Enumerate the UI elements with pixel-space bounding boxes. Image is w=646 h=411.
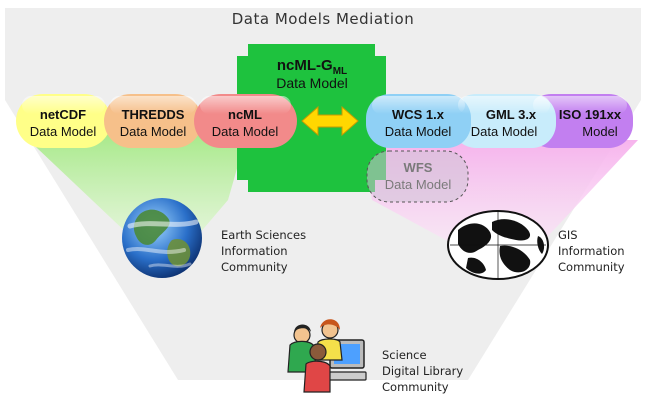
- thredds-pill-gloss: [110, 96, 196, 114]
- people-at-computer-icon: [287, 319, 367, 393]
- science-community-label: Science Digital Library Community: [382, 347, 463, 395]
- science-community-line: Digital Library: [382, 364, 464, 378]
- earth-community-label: Earth Sciences Information Community: [221, 227, 306, 275]
- ncml-sublabel: Data Model: [212, 124, 279, 139]
- earth-community-line: Community: [221, 260, 288, 274]
- iso-sublabel: Model: [582, 124, 618, 139]
- earth-community-line: Earth Sciences: [221, 228, 307, 242]
- double-arrow-icon: [301, 105, 359, 137]
- wfs-model-pill: [366, 150, 469, 203]
- center-model-line2: Data Model: [276, 75, 348, 91]
- iso-label: ISO 191xx: [559, 107, 622, 122]
- center-model-name-sub: ML: [333, 66, 347, 77]
- diagram-title: Data Models Mediation: [231, 10, 415, 28]
- iso-pill-gloss: [533, 96, 627, 114]
- earth-community-line: Information: [221, 244, 288, 258]
- center-model-name: ncML-GML: [277, 57, 347, 77]
- wcs-pill-gloss: [372, 96, 465, 114]
- gml-label: GML 3.x: [486, 107, 537, 122]
- ncml-label: ncML: [228, 107, 262, 122]
- science-community-line: Science: [382, 348, 427, 362]
- gis-community-line: Community: [558, 260, 625, 274]
- gis-community-label: GIS Information Community: [558, 227, 625, 275]
- gml-sublabel: Data Model: [471, 124, 538, 139]
- wcs-label: WCS 1.x: [392, 107, 445, 122]
- center-model-name-main: ncML-G: [277, 57, 333, 74]
- gis-community-line: Information: [558, 244, 625, 258]
- netcdf-label: netCDF: [40, 107, 86, 122]
- wfs-label: WFS: [404, 160, 433, 175]
- thredds-sublabel: Data Model: [120, 124, 187, 139]
- ncml-pill-gloss: [200, 96, 291, 114]
- wcs-sublabel: Data Model: [385, 124, 452, 139]
- gis-community-line: GIS: [558, 228, 578, 242]
- gml-pill-gloss: [458, 96, 550, 114]
- thredds-label: THREDDS: [122, 107, 185, 122]
- netcdf-pill-gloss: [22, 96, 105, 114]
- world-map-globe-icon: [447, 210, 549, 280]
- netcdf-sublabel: Data Model: [30, 124, 97, 139]
- earth-globe-icon: [122, 198, 202, 278]
- wfs-sublabel: Data Model: [385, 177, 452, 192]
- science-community-line: Community: [382, 380, 449, 394]
